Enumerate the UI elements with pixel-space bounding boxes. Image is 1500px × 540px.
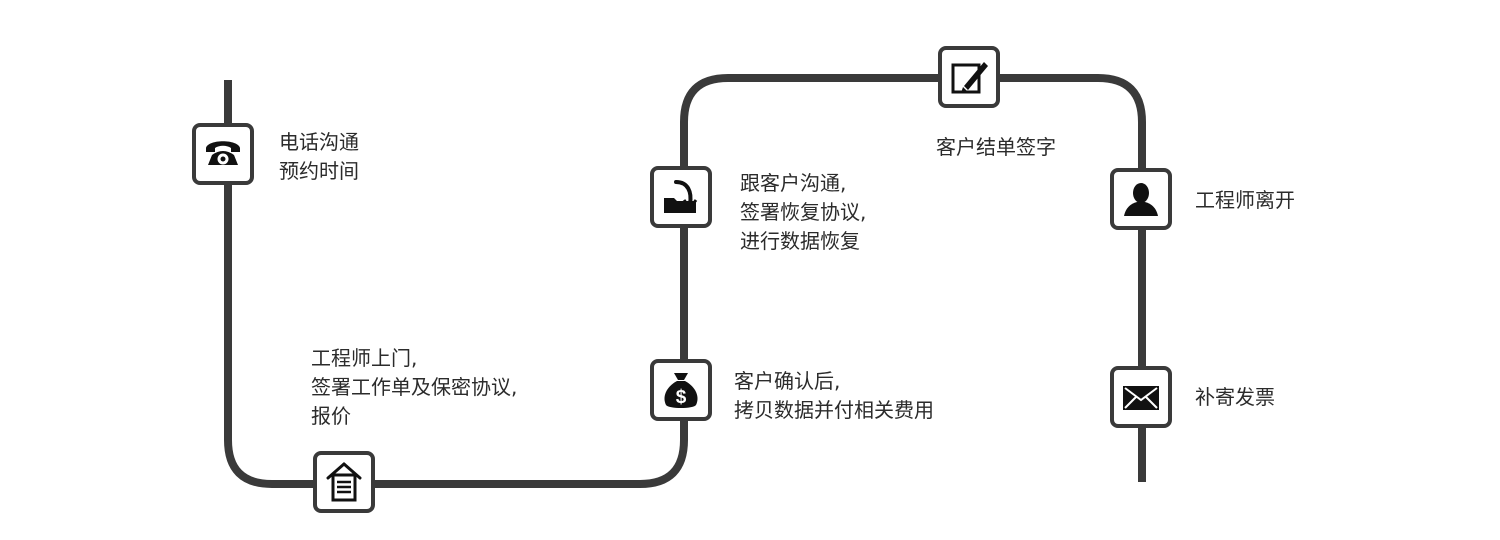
person-icon (1124, 183, 1158, 216)
step-recover-line-1: 跟客户沟通, (740, 171, 847, 195)
folder-hook-icon (664, 180, 698, 213)
envelope-icon (1123, 386, 1159, 410)
telephone-icon (206, 141, 240, 165)
step-sign-box (938, 46, 1000, 108)
pen-sign-icon (951, 62, 988, 94)
step-invoice-box (1110, 366, 1172, 428)
step-onsite-box (313, 451, 375, 513)
step-confirm-label: 客户确认后, 拷贝数据并付相关费用 (734, 367, 934, 425)
step-onsite-line-1: 工程师上门, (311, 346, 418, 370)
step-leave-label: 工程师离开 (1195, 186, 1295, 215)
money-bag-icon: $ (664, 373, 698, 408)
step-sign-label: 客户结单签字 (936, 133, 1056, 162)
step-sign-line-1: 客户结单签字 (936, 135, 1056, 159)
step-invoice-line-1: 补寄发票 (1195, 385, 1275, 409)
step-phone-box (192, 123, 254, 185)
step-recover-label: 跟客户沟通, 签署恢复协议, 进行数据恢复 (740, 169, 866, 256)
step-confirm-box: $ (650, 359, 712, 421)
step-recover-line-3: 进行数据恢复 (740, 229, 860, 253)
step-recover-line-2: 签署恢复协议, (740, 200, 867, 224)
step-phone-line-1: 电话沟通 (279, 130, 359, 154)
document-icon (326, 462, 362, 502)
step-onsite-line-2: 签署工作单及保密协议, (311, 375, 518, 399)
step-confirm-line-2: 拷贝数据并付相关费用 (734, 398, 934, 422)
step-leave-box (1110, 168, 1172, 230)
track-line (224, 74, 1146, 488)
step-phone-line-2: 预约时间 (279, 159, 359, 183)
step-onsite-label: 工程师上门, 签署工作单及保密协议, 报价 (311, 344, 517, 431)
step-onsite-line-3: 报价 (311, 404, 351, 428)
step-phone-label: 电话沟通 预约时间 (279, 128, 359, 186)
svg-text:$: $ (676, 387, 687, 408)
step-invoice-label: 补寄发票 (1195, 383, 1275, 412)
step-recover-box (650, 166, 712, 228)
step-leave-line-1: 工程师离开 (1195, 188, 1295, 212)
step-confirm-line-1: 客户确认后, (734, 369, 841, 393)
